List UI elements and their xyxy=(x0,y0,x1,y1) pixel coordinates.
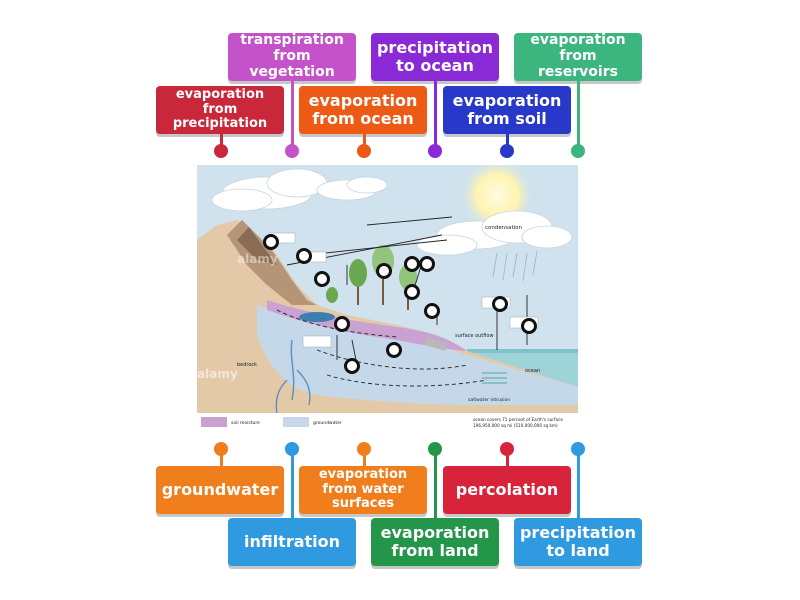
bedrock-text: bedrock xyxy=(237,362,257,368)
drop-zone-10[interactable] xyxy=(521,318,537,334)
label-tile-evaporation-from-water-surfaces[interactable]: evaporation from water surfaces xyxy=(299,466,427,514)
legend-soil-moisture-text: soil moisture xyxy=(231,420,260,426)
ocean-stat-line1: ocean covers 71 percent of Earth's surfa… xyxy=(473,417,563,422)
drop-zone-4[interactable] xyxy=(376,263,392,279)
label-tile-infiltration[interactable]: infiltration xyxy=(228,518,356,566)
label-tile-groundwater[interactable]: groundwater xyxy=(156,466,284,514)
saltwater-intrusion-text: saltwater intrusion xyxy=(468,397,510,403)
surface-outflow-text: surface outflow xyxy=(455,333,494,339)
drop-zone-6[interactable] xyxy=(419,256,435,272)
ocean-stat-line2: 196,950,000 sq mi (510,000,000 sq km) xyxy=(473,423,558,428)
drop-zone-3[interactable] xyxy=(314,271,330,287)
diagram-illustration: condensation surface outflow ocean bedro… xyxy=(197,165,578,433)
label-tile-evaporation-from-land[interactable]: evaporation from land xyxy=(371,518,499,566)
drop-zone-8[interactable] xyxy=(424,303,440,319)
drop-zone-9[interactable] xyxy=(492,296,508,312)
water-cycle-diagram: condensation surface outflow ocean bedro… xyxy=(197,165,578,433)
drop-zone-1[interactable] xyxy=(263,234,279,250)
drop-zone-13[interactable] xyxy=(344,358,360,374)
legend-groundwater-text: groundwater xyxy=(313,420,342,426)
label-tile-transpiration-from-vegetation[interactable]: transpiration from vegetation xyxy=(228,33,356,81)
watermark-text: alamy xyxy=(197,367,238,381)
drop-zone-11[interactable] xyxy=(334,316,350,332)
label-tile-evaporation-from-precipitation[interactable]: evaporation from precipitation xyxy=(156,86,284,134)
drop-zone-2[interactable] xyxy=(296,248,312,264)
ocean-text: ocean xyxy=(525,368,540,374)
label-tile-precipitation-to-ocean[interactable]: precipitation to ocean xyxy=(371,33,499,81)
drop-zone-12[interactable] xyxy=(386,342,402,358)
label-tile-precipitation-to-land[interactable]: precipitation to land xyxy=(514,518,642,566)
drop-zone-5[interactable] xyxy=(404,256,420,272)
watermark-text-2: alamy xyxy=(237,252,278,266)
label-tile-percolation[interactable]: percolation xyxy=(443,466,571,514)
label-tile-evaporation-from-reservoirs[interactable]: evaporation from reservoirs xyxy=(514,33,642,81)
condensation-text: condensation xyxy=(485,225,523,231)
label-tile-evaporation-from-ocean[interactable]: evaporation from ocean xyxy=(299,86,427,134)
drop-zone-7[interactable] xyxy=(404,284,420,300)
label-tile-evaporation-from-soil[interactable]: evaporation from soil xyxy=(443,86,571,134)
